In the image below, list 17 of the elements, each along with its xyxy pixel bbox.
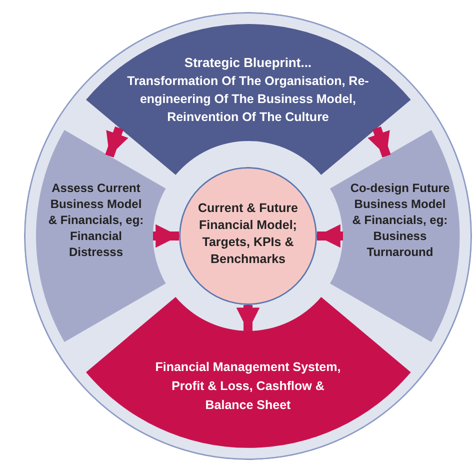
segment-text: Transformation Of The Organisation, Re-engineering Of The Business Model, Reinvention Of The Culture — [126, 73, 370, 126]
arrow — [153, 224, 179, 248]
arrow — [368, 126, 391, 158]
left-segment — [36, 130, 166, 342]
arrow — [317, 224, 343, 248]
segment-text: Current & Future Financial Model; Targets, KPIs & Benchmarks — [197, 200, 299, 268]
top-segment — [86, 24, 410, 175]
center-circle — [179, 167, 317, 305]
segment-text: Financial Management System, Profit & Loss, Cashflow & Balance Sheet — [154, 358, 342, 414]
segment-heading: Strategic Blueprint... — [183, 54, 313, 72]
segment-text: Co-design Future Business Model & Financials, eg: Business Turnaround — [350, 180, 450, 260]
arrow — [236, 305, 260, 331]
outer-ring — [24, 12, 472, 460]
bottom-segment — [86, 297, 410, 448]
arrow — [105, 126, 128, 158]
segment-text: Assess Current Business Model & Financials, eg: Financial Distresss — [47, 180, 145, 260]
right-segment — [330, 130, 460, 342]
